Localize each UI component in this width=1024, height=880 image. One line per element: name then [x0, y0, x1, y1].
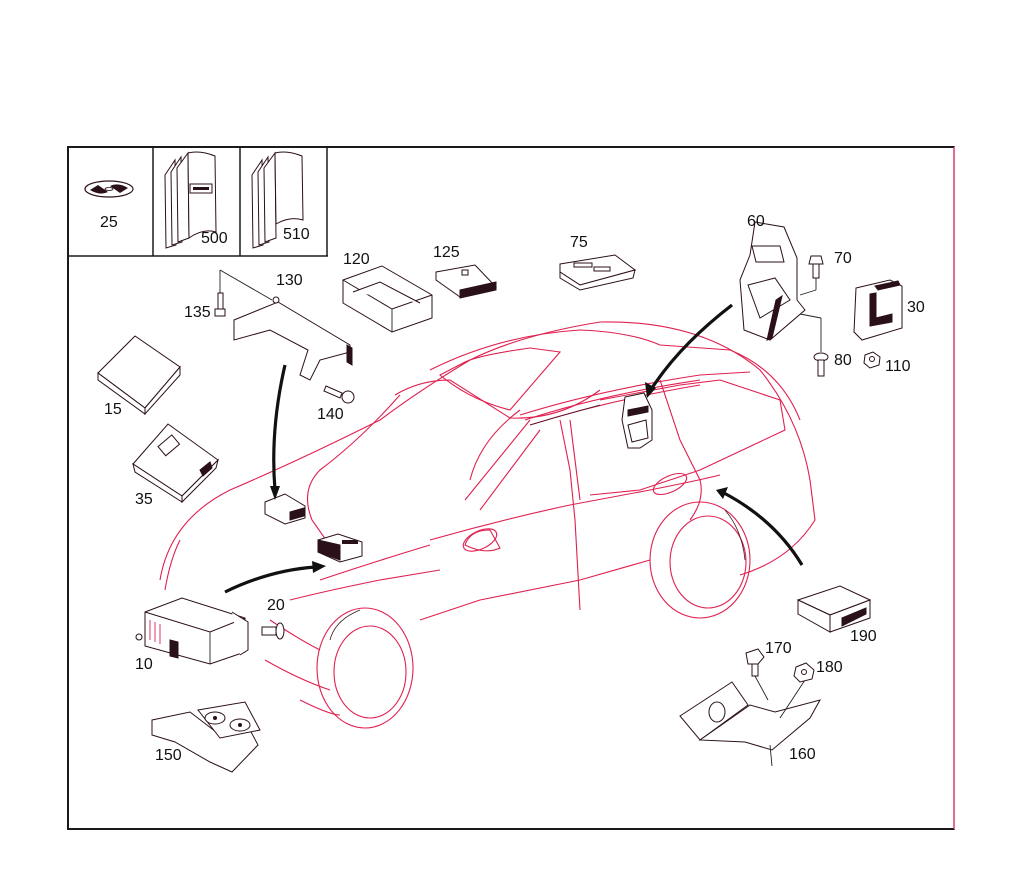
manual-book-icon — [164, 151, 217, 249]
part-190-module — [796, 585, 872, 633]
part-10-head-unit — [135, 597, 249, 665]
callout-70[interactable]: 70 — [834, 250, 852, 267]
callout-110[interactable]: 110 — [885, 358, 911, 375]
bolt-20 — [261, 622, 285, 640]
dash-connector-module — [317, 533, 363, 563]
callout-60[interactable]: 60 — [747, 213, 765, 230]
callout-10[interactable]: 10 — [135, 656, 153, 673]
part-30-control-unit — [853, 279, 903, 341]
callout-135[interactable]: 135 — [184, 304, 211, 321]
bolt-70 — [799, 255, 824, 296]
car-outline — [159, 321, 816, 729]
callout-150[interactable]: 150 — [155, 747, 182, 764]
callout-170[interactable]: 170 — [765, 640, 792, 657]
part-15-module — [97, 335, 181, 416]
bolt-80 — [799, 313, 829, 377]
legend-number-manual-500[interactable]: 500 — [201, 230, 228, 247]
part-150-bracket — [151, 701, 261, 773]
nut-110 — [863, 351, 881, 369]
callout-125[interactable]: 125 — [433, 244, 460, 261]
nut-180 — [793, 662, 815, 683]
part-160-plate — [679, 679, 822, 767]
legend-number-manual-510[interactable]: 510 — [283, 226, 310, 243]
bolt-135 — [214, 292, 226, 317]
part-130-bracket — [219, 269, 353, 381]
legend-grid — [67, 147, 328, 257]
callout-80[interactable]: 80 — [834, 352, 852, 369]
callout-130[interactable]: 130 — [276, 272, 303, 289]
manual-book-icon — [251, 151, 304, 249]
callout-160[interactable]: 160 — [789, 746, 816, 763]
callout-75[interactable]: 75 — [570, 234, 588, 251]
assembly-arrows — [224, 303, 804, 594]
callout-180[interactable]: 180 — [816, 659, 843, 676]
bolt-170 — [745, 648, 769, 701]
callout-35[interactable]: 35 — [135, 491, 153, 508]
callout-30[interactable]: 30 — [907, 299, 925, 316]
part-35-module — [132, 423, 219, 504]
callout-15[interactable]: 15 — [104, 401, 122, 418]
part-120-amplifier — [342, 265, 433, 333]
pillar-module — [621, 392, 653, 449]
part-60-bracket — [739, 221, 806, 341]
callout-120[interactable]: 120 — [343, 251, 370, 268]
callout-190[interactable]: 190 — [850, 628, 877, 645]
callout-20[interactable]: 20 — [267, 597, 285, 614]
bolt-140 — [323, 385, 355, 404]
diagram-frame — [67, 146, 955, 830]
callout-140[interactable]: 140 — [317, 406, 344, 423]
part-125-module — [435, 264, 497, 299]
legend-number-cd[interactable]: 25 — [100, 214, 118, 231]
part-75-module — [559, 254, 637, 291]
cd-disc-icon — [84, 180, 134, 198]
dash-module-small — [264, 493, 306, 525]
